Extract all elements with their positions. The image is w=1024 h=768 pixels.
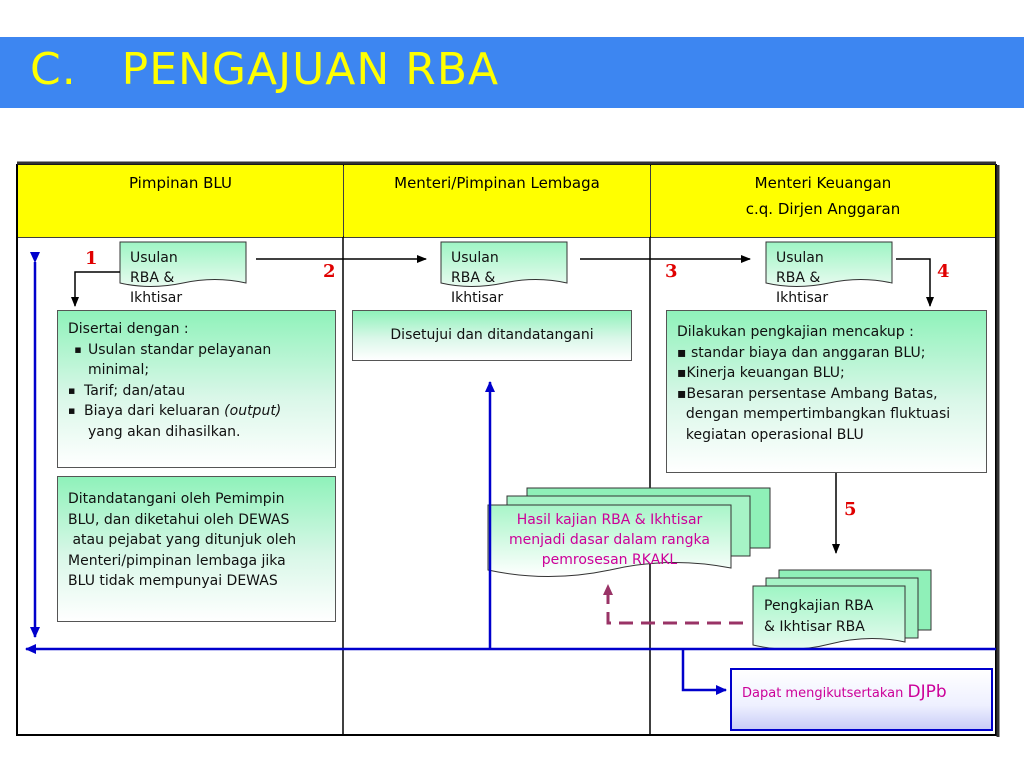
djpb-text: Dapat mengikutsertakan <box>742 686 908 701</box>
requirement-line: yang akan dihasilkan. <box>88 423 241 440</box>
requirement-item: ▪ Biaya dari keluaran (output) yang akan… <box>68 401 335 442</box>
box-text-line: ▪Besaran persentase Ambang Batas, <box>677 385 938 402</box>
blu-requirements-box: Disertai dengan : ▪ Usulan standar pelay… <box>57 310 336 468</box>
box-text-line: BLU tidak mempunyai DEWAS <box>68 573 278 589</box>
requirement-line: minimal; <box>88 362 150 378</box>
column-header-label: Menteri/Pimpinan Lembaga <box>394 174 600 192</box>
pengkajian-document: Pengkajian RBA & Ikhtisar RBA <box>764 596 873 638</box>
document-label: Pengkajian RBA <box>764 598 874 614</box>
document-label: Usulan RBA & <box>130 250 178 286</box>
step-number-1: 1 <box>85 248 98 269</box>
hasil-kajian-document: Hasil kajian RBA & Ikhtisar menjadi dasa… <box>488 510 731 570</box>
title-bar: C. PENGAJUAN RBA <box>0 37 1024 108</box>
bullet-icon: ▪ <box>74 342 82 356</box>
requirement-italic: (output) <box>224 403 282 419</box>
requirement-line: Biaya dari keluaran <box>84 403 225 419</box>
requirement-text: Usulan standar pelayanan minimal; <box>88 340 271 381</box>
arrow-doc3-down <box>896 258 934 307</box>
arrow-doc1-down <box>71 271 120 307</box>
document-shape <box>440 241 568 287</box>
box-text-line: Disetujui dan ditandatangani <box>390 327 594 343</box>
box-text-line: ▪Kinerja keuangan BLU; <box>677 365 845 381</box>
djpb-box: Dapat mengikutsertakan DJPb <box>730 668 993 731</box>
bullet-icon: ▪ <box>68 404 76 417</box>
requirement-item: ▪ Usulan standar pelayanan minimal; <box>68 340 335 381</box>
box-text-line: BLU, dan diketahui oleh DEWAS <box>68 511 290 528</box>
column-header-sublabel: c.q. Dirjen Anggaran <box>745 200 901 218</box>
document-shape <box>487 504 732 577</box>
column-header-menteri-lembaga: Menteri/Pimpinan Lembaga <box>344 165 650 237</box>
document-shape <box>119 241 247 287</box>
document-label: pemrosesan RKAKL <box>541 552 678 568</box>
document-label: Usulan RBA & <box>451 250 499 286</box>
step-number-2: 2 <box>323 261 336 282</box>
box-text-line: atau pejabat yang ditunjuk oleh <box>68 532 297 548</box>
column-header-label: Menteri Keuangan <box>754 174 892 192</box>
box-text-line: ▪ standar biaya dan anggaran BLU; <box>677 344 926 361</box>
box-text-line: dengan mempertimbangkan fluktuasi <box>677 406 951 422</box>
document-shape <box>765 241 893 287</box>
blue-arrow-to-djpb <box>681 649 727 695</box>
step-number-3: 3 <box>665 261 678 282</box>
blu-signature-box: Ditandatangani oleh Pemimpin BLU, dan di… <box>57 476 336 622</box>
column-header-menteri-keuangan: Menteri Keuangan c.q. Dirjen Anggaran <box>651 165 995 237</box>
column-header-label: Pimpinan BLU <box>128 174 233 192</box>
djpb-emphasis: DJPb <box>907 682 947 702</box>
box-heading: Disertai dengan : <box>68 321 189 337</box>
document-label: Usulan RBA & <box>776 250 824 286</box>
box-text-line: Menteri/pimpinan lembaga jika <box>68 552 286 569</box>
box-text-line: Ditandatangani oleh Pemimpin <box>68 491 285 507</box>
requirement-item: ▪ Tarif; dan/atau <box>68 381 335 402</box>
kemenkeu-review-box: Dilakukan pengkajian mencakup : ▪ standa… <box>666 310 987 473</box>
step-number-4: 4 <box>937 261 950 282</box>
step-number-5: 5 <box>844 499 857 520</box>
dashed-feedback-arrow <box>603 584 743 625</box>
column-header-pimpinan-blu: Pimpinan BLU <box>18 165 343 237</box>
requirement-line: Usulan standar pelayanan <box>88 341 272 358</box>
box-text-line: Dilakukan pengkajian mencakup : <box>677 324 914 340</box>
document-label: Hasil kajian RBA & Ikhtisar <box>516 512 703 528</box>
lembaga-approval-box: Disetujui dan ditandatangani <box>352 310 632 361</box>
document-label: & Ikhtisar RBA <box>764 619 865 635</box>
requirement-text: Biaya dari keluaran (output) yang akan d… <box>84 401 281 442</box>
box-text-line: kegiatan operasional BLU <box>677 426 864 443</box>
page-title: C. PENGAJUAN RBA <box>30 44 500 95</box>
requirement-line: Tarif; dan/atau <box>84 382 186 399</box>
document-label: menjadi dasar dalam rangka <box>509 532 710 548</box>
bullet-icon: ▪ <box>68 383 76 397</box>
